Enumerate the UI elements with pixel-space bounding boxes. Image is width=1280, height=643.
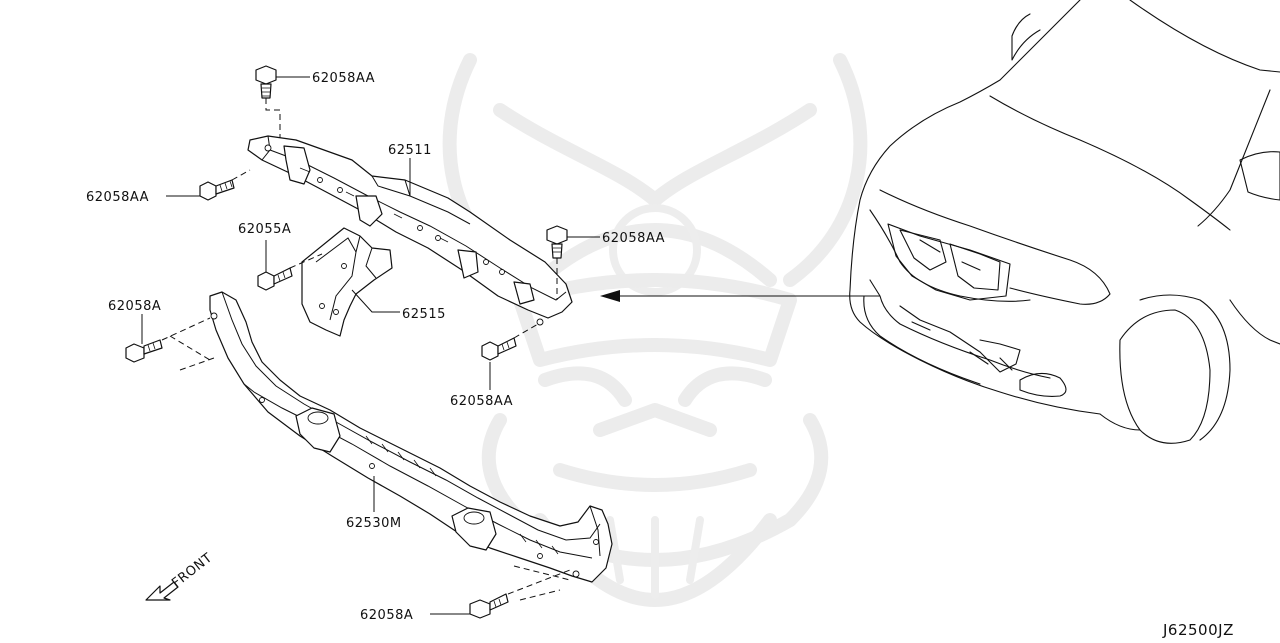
label-bolt-right-upper: 62058AA xyxy=(602,231,665,246)
label-upper-support: 62511 xyxy=(388,143,432,158)
label-lower-member: 62530M xyxy=(346,516,402,531)
front-arrow-icon xyxy=(145,581,179,601)
bracket-62515 xyxy=(301,227,393,337)
location-arrow xyxy=(600,290,880,302)
lower-member-62530M xyxy=(209,291,613,583)
bolt-top-icon xyxy=(255,65,277,99)
label-bolt-left-upper: 62058AA xyxy=(86,190,149,205)
label-bracket-bolt: 62055A xyxy=(238,222,291,237)
label-bracket: 62515 xyxy=(402,307,446,322)
vehicle-illustration xyxy=(849,0,1280,444)
front-direction-indicator: FRONT xyxy=(145,550,215,601)
bolt-left-lower-icon xyxy=(125,339,163,363)
bolt-center-lower-icon xyxy=(481,337,517,361)
assembly-lines xyxy=(161,98,571,601)
bolt-right-upper-icon xyxy=(546,225,568,259)
watermark-logo xyxy=(442,53,868,607)
bolt-left-upper-icon xyxy=(199,179,235,201)
front-label: FRONT xyxy=(169,550,215,591)
upper-support-62511 xyxy=(247,135,573,326)
leader-lines xyxy=(141,76,600,615)
part-labels: 62058AA 62058AA 62511 62058AA 62055A 625… xyxy=(86,71,665,623)
label-bolt-bottom: 62058A xyxy=(360,608,413,623)
bolt-bottom-icon xyxy=(469,593,509,619)
label-bolt-center-lower: 62058AA xyxy=(450,394,513,409)
label-bolt-top: 62058AA xyxy=(312,71,375,86)
bolt-bracket-icon xyxy=(257,267,293,291)
label-bolt-left-lower: 62058A xyxy=(108,299,161,314)
diagram-code: J62500JZ xyxy=(1162,621,1234,639)
